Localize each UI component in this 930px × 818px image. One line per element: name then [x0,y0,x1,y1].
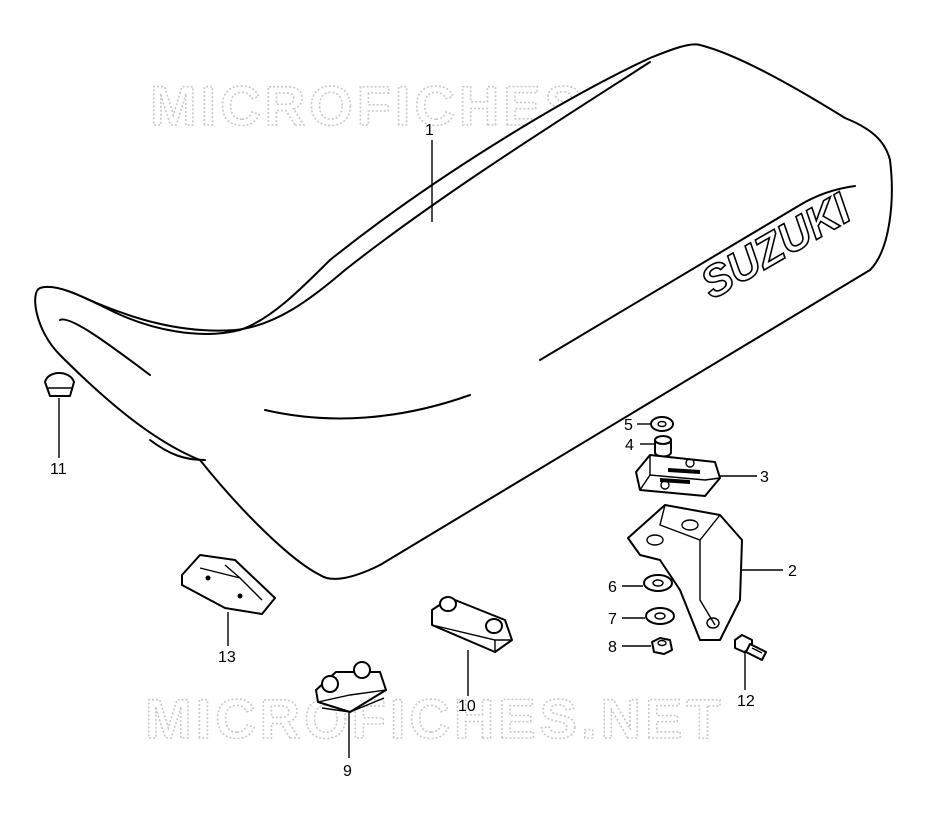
callout-4: 4 [625,437,634,454]
part-2-bracket [627,504,743,641]
callout-11: 11 [50,461,67,478]
callout-2: 2 [788,563,797,580]
seat-rear-seam [539,185,856,361]
part-5-washer [650,416,674,432]
watermark-bottom: MICROFICHES.NET [145,687,725,750]
callout-8: 8 [608,639,617,656]
callout-7: 7 [608,611,617,628]
part-10-cushion [431,596,513,653]
part-13-bracket [181,554,276,615]
part-9-cushion [315,661,387,713]
part-11-clip [44,372,75,397]
part-12-bolt [734,634,767,661]
callout-13: 13 [218,649,236,666]
callout-9: 9 [343,763,352,780]
seat-top-ridge [84,61,651,332]
callout-3: 3 [760,469,769,486]
seat-front-fold [59,318,151,376]
callout-5: 5 [624,417,633,434]
part-6-washer [643,574,673,592]
part-7-washer [645,607,675,625]
callout-10: 10 [458,698,476,715]
callout-1: 1 [425,122,434,139]
part-4-collar [654,435,672,458]
part-3-damper [635,454,721,497]
seat-underside [149,439,206,461]
callout-12: 12 [737,693,755,710]
seat-assembly: SUZUKI [34,43,893,580]
part-8-nut [651,637,673,655]
seat-side-seam [264,394,471,420]
callout-6: 6 [608,579,617,596]
